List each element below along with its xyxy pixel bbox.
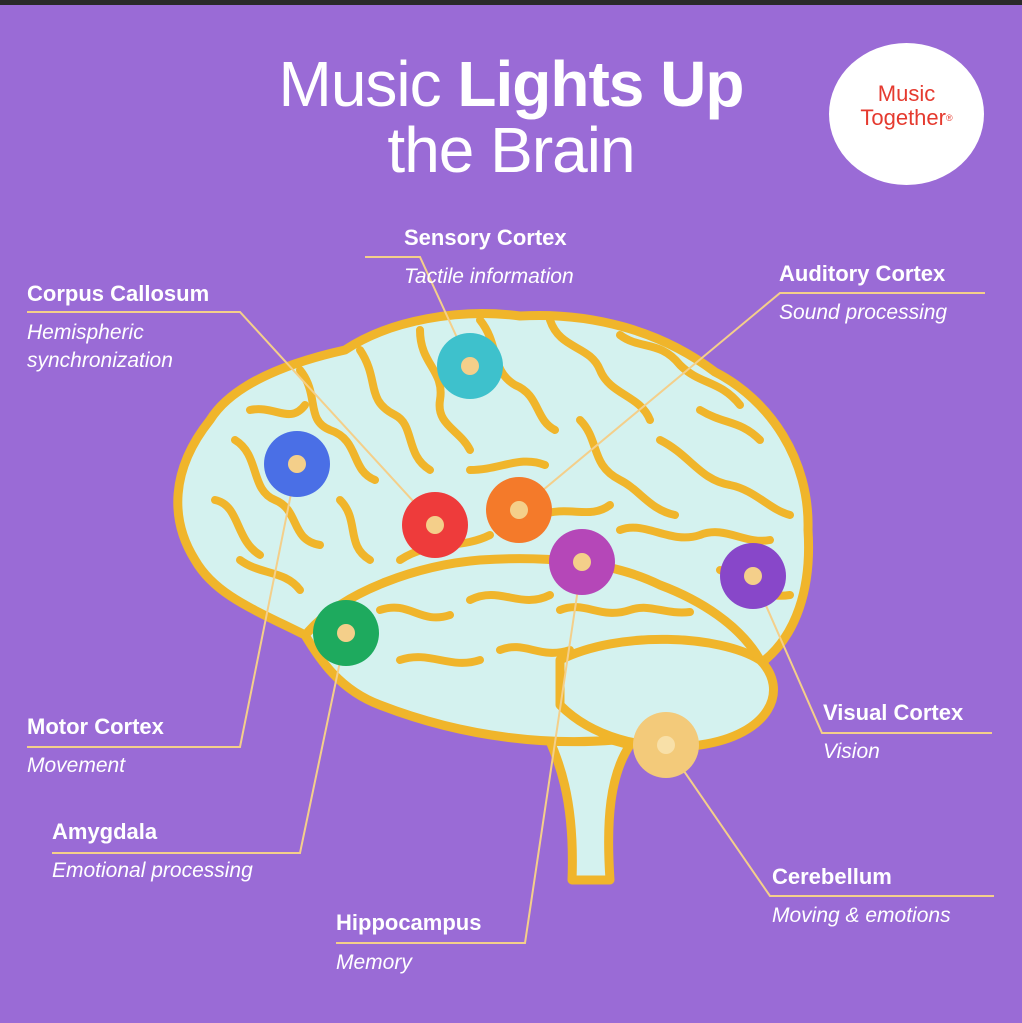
auditory-cortex-function: Sound processing bbox=[779, 301, 948, 324]
amygdala-label: Amygdala bbox=[52, 819, 158, 844]
motor-cortex-label: Motor Cortex bbox=[27, 714, 164, 739]
hippocampus-function: Memory bbox=[336, 951, 412, 974]
visual-cortex-marker bbox=[720, 543, 786, 609]
logo-registered-mark: ® bbox=[945, 113, 953, 123]
motor-cortex-marker bbox=[264, 431, 330, 497]
sensory-cortex-function: Tactile information bbox=[404, 265, 574, 288]
cerebellum-label: Cerebellum bbox=[772, 864, 892, 889]
amygdala-function: Emotional processing bbox=[52, 859, 253, 882]
corpus-callosum-function-line1: Hemispheric bbox=[27, 321, 144, 344]
leader-sensory bbox=[365, 256, 471, 367]
logo-word-together: Together® bbox=[829, 106, 984, 130]
title-word-music: Music bbox=[278, 48, 442, 120]
leader-lines bbox=[27, 256, 994, 944]
sensory-cortex-label: Sensory Cortex bbox=[404, 225, 567, 250]
sensory-cortex-marker bbox=[437, 333, 503, 399]
corpus-callosum-label: Corpus Callosum bbox=[27, 281, 210, 306]
cerebellum-function: Moving & emotions bbox=[772, 904, 951, 927]
corpus-callosum-function-line2: synchronization bbox=[27, 349, 173, 372]
page-title-line1: Music Lights Up bbox=[0, 52, 1022, 116]
corpus-callosum-marker bbox=[402, 492, 468, 558]
title-words-lights-up: Lights Up bbox=[457, 48, 744, 120]
leader-corpus bbox=[27, 311, 436, 526]
cerebellum-shape bbox=[555, 634, 778, 752]
page-title-line2: the Brain bbox=[387, 114, 635, 186]
auditory-cortex-marker bbox=[486, 477, 552, 543]
leader-visual bbox=[752, 575, 992, 734]
motor-cortex-function: Movement bbox=[27, 754, 126, 777]
logo-together-text: Together bbox=[860, 105, 946, 130]
leader-hippocampus bbox=[336, 561, 583, 944]
region-markers bbox=[264, 333, 786, 778]
visual-cortex-label: Visual Cortex bbox=[823, 700, 964, 725]
hippocampus-label: Hippocampus bbox=[336, 910, 482, 935]
top-edge-bar bbox=[0, 0, 1022, 5]
leader-motor bbox=[27, 463, 298, 748]
music-together-logo bbox=[829, 43, 984, 185]
brain-stem bbox=[535, 715, 635, 885]
amygdala-marker bbox=[313, 600, 379, 666]
hippocampus-marker bbox=[549, 529, 615, 595]
leader-auditory bbox=[518, 292, 985, 511]
logo-word-music: Music bbox=[877, 81, 936, 106]
auditory-cortex-label: Auditory Cortex bbox=[779, 261, 946, 286]
cerebellum-marker bbox=[633, 712, 699, 778]
leader-amygdala bbox=[52, 632, 347, 854]
visual-cortex-function: Vision bbox=[823, 740, 880, 763]
leader-cerebellum bbox=[665, 744, 994, 897]
